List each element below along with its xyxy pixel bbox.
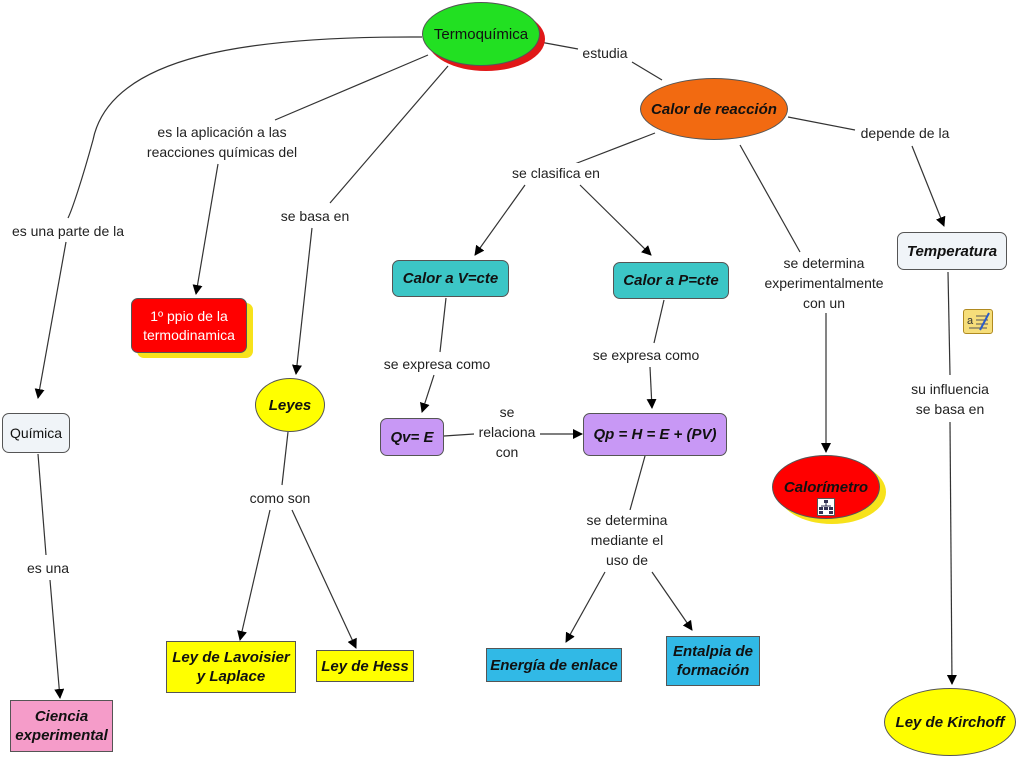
line-depende-in xyxy=(787,116,856,131)
label-se-relaciona-con: se relaciona con xyxy=(474,402,540,462)
node-primer-ppio-text: 1º ppio de la termodinamica xyxy=(143,307,235,343)
line-relaciona-in xyxy=(443,433,475,437)
line-expresa-v-out xyxy=(420,374,435,413)
node-ley-kirchoff-text: Ley de Kirchoff xyxy=(895,713,1005,731)
line-es-una-in xyxy=(37,453,47,556)
hierarchy-icon[interactable] xyxy=(817,498,835,516)
label-se-expresa-como-v: se expresa como xyxy=(381,354,493,374)
label-su-influencia: su influencia se basa en xyxy=(903,379,997,419)
label-se-basa-en: se basa en xyxy=(278,206,352,226)
svg-text:a: a xyxy=(967,315,974,327)
label-estudia: estudia xyxy=(580,43,630,63)
node-qv[interactable]: Qv= E xyxy=(380,418,444,456)
label-es-la-aplicacion: es la aplicación a las reacciones químic… xyxy=(137,122,307,162)
label-se-determina-mediante: se determina mediante el uso de xyxy=(579,510,675,570)
node-entalpia-formacion-text: Entalpia de formación xyxy=(672,643,754,679)
node-entalpia-formacion[interactable]: Entalpia de formación xyxy=(666,636,760,686)
label-se-expresa-como-p: se expresa como xyxy=(590,345,702,365)
line-basa-in xyxy=(329,65,449,204)
label-es-una-parte-de-la: es una parte de la xyxy=(9,221,127,241)
line-como-son-lavoisier xyxy=(237,509,271,641)
node-calor-de-reaccion-text: Calor de reacción xyxy=(651,100,777,118)
node-ley-lavoisier-text: Ley de Lavoisier y Laplace xyxy=(172,649,290,685)
label-se-clasifica-en: se clasifica en xyxy=(510,163,602,183)
line-expresa-v-in xyxy=(439,297,447,353)
node-qp-text: Qp = H = E + (PV) xyxy=(593,426,717,443)
node-calor-p[interactable]: Calor a P=cte xyxy=(613,262,729,299)
notes-icon[interactable]: a xyxy=(963,309,993,334)
node-calor-v[interactable]: Calor a V=cte xyxy=(392,260,509,297)
node-calor-de-reaccion[interactable]: Calor de reacción xyxy=(640,78,788,140)
line-mediante-in xyxy=(629,455,646,511)
node-qp[interactable]: Qp = H = E + (PV) xyxy=(583,413,727,456)
line-parte-in xyxy=(67,36,423,219)
node-termoquimica-text: Termoquímica xyxy=(433,25,529,43)
line-como-son-in xyxy=(281,431,289,486)
label-como-son: como son xyxy=(247,488,313,508)
label-se-determina-experimentalmente: se determina experimentalmente con un xyxy=(757,253,891,313)
line-expresa-p-out xyxy=(646,366,657,409)
node-ciencia-experimental-text: Ciencia experimental xyxy=(15,708,108,744)
line-depende-out xyxy=(911,145,946,227)
node-calor-v-text: Calor a V=cte xyxy=(402,270,499,287)
label-es-una: es una xyxy=(24,558,72,578)
node-leyes[interactable]: Leyes xyxy=(255,378,325,432)
node-calor-p-text: Calor a P=cte xyxy=(623,272,719,289)
line-basa-out xyxy=(292,227,313,375)
node-primer-ppio[interactable]: 1º ppio de la termodinamica xyxy=(131,298,247,353)
line-aplicacion-in xyxy=(274,54,429,121)
line-clasifica-p xyxy=(579,184,652,256)
node-quimica[interactable]: Química xyxy=(2,413,70,453)
line-clasifica-in xyxy=(571,132,656,166)
node-ley-kirchoff[interactable]: Ley de Kirchoff xyxy=(884,688,1016,756)
node-qv-text: Qv= E xyxy=(390,428,434,446)
line-influencia-in xyxy=(947,271,951,376)
node-ciencia-experimental[interactable]: Ciencia experimental xyxy=(10,700,113,752)
node-temperatura-text: Temperatura xyxy=(906,242,998,260)
line-mediante-entalpia xyxy=(651,571,693,631)
line-como-son-hess xyxy=(291,509,357,649)
label-depende-de-la: depende de la xyxy=(858,123,952,143)
node-leyes-text: Leyes xyxy=(268,396,312,414)
node-energia-enlace-text: Energía de enlace xyxy=(490,656,618,674)
node-quimica-text: Química xyxy=(9,424,63,441)
line-mediante-enlace xyxy=(565,571,606,643)
node-ley-hess-text: Ley de Hess xyxy=(321,657,409,675)
line-experimental-in xyxy=(739,144,801,253)
line-parte-out xyxy=(34,241,67,399)
node-calorimetro-text: Calorímetro xyxy=(783,478,869,496)
line-es-una-out xyxy=(49,579,65,699)
line-influencia-out xyxy=(946,421,957,685)
node-termoquimica[interactable]: Termoquímica xyxy=(422,2,540,66)
node-energia-enlace[interactable]: Energía de enlace xyxy=(486,648,622,682)
line-expresa-p-in xyxy=(653,299,665,344)
line-estudia-out xyxy=(631,61,663,81)
node-temperatura[interactable]: Temperatura xyxy=(897,232,1007,270)
node-ley-hess[interactable]: Ley de Hess xyxy=(316,650,414,682)
node-ley-lavoisier[interactable]: Ley de Lavoisier y Laplace xyxy=(166,641,296,693)
line-aplicacion-out xyxy=(192,163,219,295)
line-clasifica-v xyxy=(474,184,526,256)
line-estudia-in xyxy=(539,41,579,50)
